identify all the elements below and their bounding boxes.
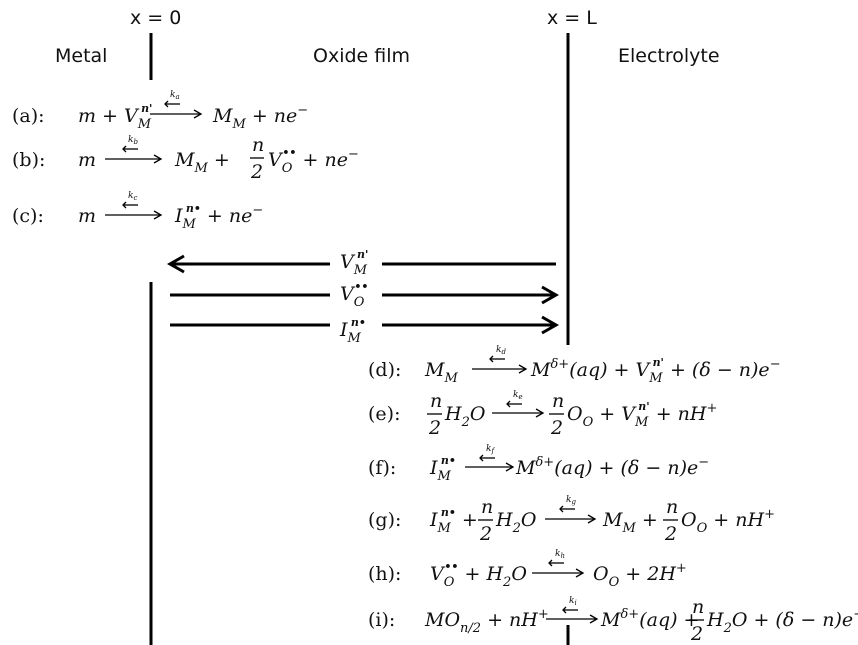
svg-text:H2O: H2O: [444, 403, 486, 430]
reaction-id-c: (c):: [12, 205, 44, 227]
reaction-g: (g): IMn• + n 2 H2O kg MM + n 2 OO + nH+: [368, 495, 775, 545]
svg-text:IMn• +: IMn• +: [429, 506, 478, 536]
svg-text:2: 2: [690, 623, 703, 645]
svg-text:n: n: [430, 390, 442, 412]
svg-text:kd: kd: [496, 345, 506, 356]
svg-text:MM: MM: [424, 359, 458, 386]
svg-text:ke: ke: [513, 390, 523, 401]
svg-text:OO + VMn' + nH+: OO + VMn' + nH+: [567, 400, 717, 430]
reaction-d: (d): MM kd Mδ+(aq) + VMn' + (δ − n)e−: [368, 345, 781, 386]
region-label-electrolyte: Electrolyte: [618, 45, 720, 67]
reaction-id-g: (g):: [368, 509, 401, 531]
svg-text:2: 2: [479, 523, 492, 545]
svg-text:kh: kh: [555, 549, 565, 560]
svg-text:Mδ+(aq) + VMn' + (δ − n)e−: Mδ+(aq) + VMn' + (δ − n)e−: [530, 356, 781, 386]
reaction-id-i: (i):: [368, 609, 395, 631]
svg-text:m: m: [78, 149, 96, 171]
svg-text:kg: kg: [566, 495, 576, 506]
svg-text:VMn': VMn': [340, 248, 368, 278]
svg-text:n: n: [692, 596, 704, 618]
svg-text:IMn•: IMn•: [429, 454, 456, 484]
transport-cation-vacancy: VMn': [166, 248, 556, 278]
reaction-id-b: (b):: [12, 149, 45, 171]
svg-text:ki: ki: [569, 596, 577, 607]
reaction-h: (h): VO•• + H2O kh OO + 2H+: [368, 549, 687, 590]
reaction-c: (c): m kc IMn• + ne−: [12, 191, 263, 232]
svg-text:2: 2: [550, 417, 563, 439]
svg-text:n: n: [481, 496, 493, 518]
svg-text:H2O + (δ − n)e−: H2O + (δ − n)e−: [706, 607, 858, 636]
region-label-oxide: Oxide film: [313, 45, 410, 67]
svg-text:MOn/2 + nH+: MOn/2 + nH+: [424, 607, 549, 636]
reaction-id-a: (a):: [12, 105, 45, 127]
svg-text:ka: ka: [170, 90, 180, 101]
reaction-id-e: (e):: [368, 403, 400, 425]
region-label-metal: Metal: [55, 45, 107, 67]
svg-text:IMn• + ne−: IMn• + ne−: [174, 202, 263, 232]
svg-text:n: n: [666, 496, 678, 518]
svg-text:m + VMn': m + VMn': [78, 102, 152, 132]
svg-text:m: m: [78, 205, 96, 227]
svg-text:Mδ+(aq) + (δ − n)e−: Mδ+(aq) + (δ − n)e−: [515, 455, 709, 479]
reaction-f: (f): IMn• kf Mδ+(aq) + (δ − n)e−: [368, 444, 709, 484]
transport-interstitial: IMn•: [170, 315, 560, 346]
svg-text:kb: kb: [128, 135, 138, 146]
svg-text:2: 2: [428, 417, 441, 439]
svg-text:kc: kc: [128, 191, 137, 202]
svg-text:n: n: [552, 390, 564, 412]
svg-text:OO + nH+: OO + nH+: [681, 507, 775, 536]
reaction-id-h: (h):: [368, 563, 401, 585]
svg-text:Mδ+(aq) +: Mδ+(aq) +: [600, 607, 699, 631]
boundary-label-left: x = 0: [130, 7, 181, 29]
svg-text:2: 2: [250, 161, 263, 183]
svg-text:MM +: MM +: [602, 509, 658, 536]
svg-text:2: 2: [664, 523, 677, 545]
svg-text:MM +: MM +: [174, 149, 230, 176]
svg-text:n: n: [252, 134, 264, 156]
reaction-a: (a): m + VMn' ka MM + ne−: [12, 90, 308, 132]
transport-oxygen-vacancy: VO••: [170, 280, 560, 310]
svg-text:VO••: VO••: [340, 280, 368, 310]
boundary-label-right: x = L: [547, 7, 597, 29]
reaction-e: (e): n 2 H2O ke n 2 OO + VMn' + nH+: [368, 390, 717, 439]
reaction-id-f: (f):: [368, 457, 396, 479]
svg-text:OO + 2H+: OO + 2H+: [593, 561, 687, 590]
svg-text:IMn•: IMn•: [339, 316, 366, 346]
svg-text:VO•• + ne−: VO•• + ne−: [268, 146, 359, 176]
svg-text:VO•• + H2O: VO•• + H2O: [430, 560, 527, 590]
svg-text:kf: kf: [486, 444, 495, 455]
reaction-b: (b): m kb MM + n 2 VO•• + ne−: [12, 134, 359, 183]
svg-text:H2O: H2O: [495, 509, 537, 536]
reaction-id-d: (d):: [368, 359, 401, 381]
reaction-i: (i): MOn/2 + nH+ ki Mδ+(aq) + n 2 H2O + …: [368, 596, 858, 645]
svg-text:MM + ne−: MM + ne−: [212, 103, 308, 132]
